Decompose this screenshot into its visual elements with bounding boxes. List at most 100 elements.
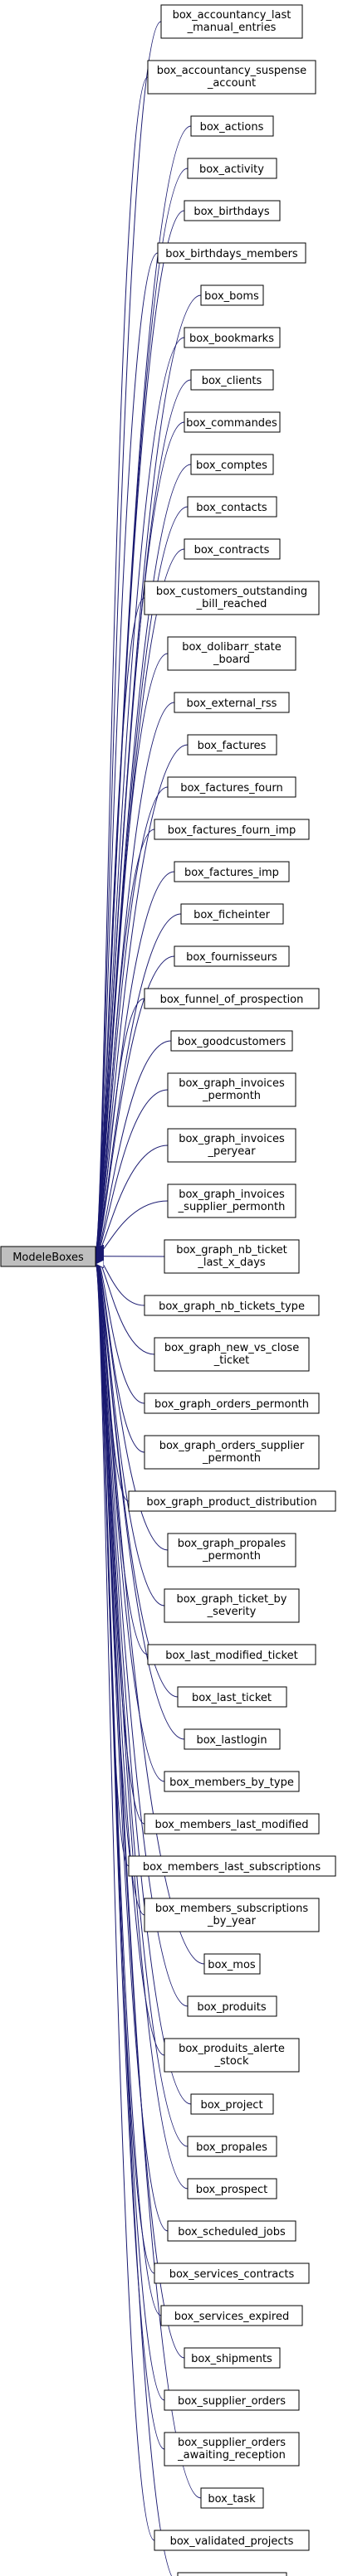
class-box (164, 2038, 300, 2073)
class-node-box-actions[interactable]: box_actions (190, 115, 274, 137)
inheritance-edge (95, 1258, 169, 1551)
class-node-box-produits-alerte-stock[interactable]: box_produits_alerte_stock (164, 2038, 300, 2073)
class-box (144, 1898, 320, 1932)
class-box (190, 2093, 274, 2115)
class-node-box-graph-orders-supplier-permonth[interactable]: box_graph_orders_supplier_permonth (144, 1435, 320, 1470)
class-node-box-services-contracts[interactable]: box_services_contracts (154, 2263, 310, 2284)
class-node-box-produits[interactable]: box_produits (187, 1995, 277, 2017)
class-node-box-graph-nb-tickets-type[interactable]: box_graph_nb_tickets_type (144, 1295, 320, 1316)
class-node-box-last-modified-ticket[interactable]: box_last_modified_ticket (147, 1644, 316, 1665)
class-node-box-ficheinter[interactable]: box_ficheinter (180, 903, 284, 925)
class-node-box-goodcustomers[interactable]: box_goodcustomers (170, 1030, 293, 1052)
class-label: box_graph_ticket_by (176, 1593, 287, 1606)
class-node-box-factures-fourn[interactable]: box_factures_fourn (167, 776, 296, 798)
class-label: box_factures (198, 740, 267, 752)
class-node-box-accountancy-suspense-account[interactable]: box_accountancy_suspense_account (147, 60, 316, 95)
class-node-box-commandes[interactable]: box_commandes (184, 411, 281, 433)
class-node-box-graph-propales-permonth[interactable]: box_graph_propales_permonth (167, 1533, 296, 1567)
class-label: box_project (200, 2099, 262, 2112)
class-label: _permonth (202, 1452, 261, 1465)
class-node-box-supplier-orders-awaiting-reception[interactable]: box_supplier_orders_awaiting_reception (164, 2432, 300, 2467)
class-label: _stock (214, 2055, 249, 2068)
class-label: _permonth (202, 1090, 261, 1102)
class-label: box_mos (208, 1959, 256, 1971)
class-box (187, 2178, 277, 2199)
class-node-box-fournisseurs[interactable]: box_fournisseurs (174, 945, 290, 967)
class-node-box-bookmarks[interactable]: box_bookmarks (184, 327, 281, 348)
class-label: _supplier_permonth (178, 1201, 286, 1213)
class-node-box-members-by-type[interactable]: box_members_by_type (164, 1771, 300, 1792)
class-node-box-members-last-subscriptions[interactable]: box_members_last_subscriptions (128, 1855, 336, 1877)
class-node-box-graph-invoices-peryear[interactable]: box_graph_invoices_peryear (167, 1128, 296, 1163)
class-node-box-graph-product-distribution[interactable]: box_graph_product_distribution (128, 1490, 336, 1512)
class-node-box-dolibarr-state-board[interactable]: box_dolibarr_state_board (167, 636, 296, 671)
class-node-box-activity[interactable]: box_activity (187, 158, 277, 179)
class-label: _manual_entries (187, 22, 277, 34)
class-box (167, 2220, 296, 2242)
class-box (164, 1239, 300, 1274)
class-node-box-graph-ticket-by-severity[interactable]: box_graph_ticket_by_severity (164, 1588, 300, 1623)
class-box (190, 454, 274, 475)
class-node-box-graph-invoices-permonth[interactable]: box_graph_invoices_permonth (167, 1072, 296, 1107)
class-node-box-factures-imp[interactable]: box_factures_imp (174, 861, 290, 882)
class-node-box-factures[interactable]: box_factures (187, 734, 277, 756)
class-label: box_services_contracts (169, 2268, 295, 2281)
class-node-box-lastlogin[interactable]: box_lastlogin (184, 1728, 281, 1750)
class-node-box-comptes[interactable]: box_comptes (190, 454, 274, 475)
inheritance-edge (95, 1145, 169, 1256)
inheritance-edge (95, 1200, 169, 1256)
class-node-box-contracts[interactable]: box_contracts (184, 538, 281, 560)
class-node-box-prospect[interactable]: box_prospect (187, 2178, 277, 2199)
class-box (187, 496, 277, 518)
class-node-box-birthdays[interactable]: box_birthdays (184, 200, 281, 221)
class-box (167, 1533, 296, 1567)
class-node-box-graph-nb-ticket-last-x-days[interactable]: box_graph_nb_ticket_last_x_days (164, 1239, 300, 1274)
class-box (184, 200, 281, 221)
class-box (144, 1813, 320, 1835)
class-node-box-factures-fourn-imp[interactable]: box_factures_fourn_imp (154, 819, 310, 840)
class-box (147, 60, 316, 95)
inheritance-edge (96, 1263, 202, 2499)
class-node-box-last-ticket[interactable]: box_last_ticket (177, 1686, 287, 1708)
class-label: box_comptes (196, 459, 267, 472)
class-node-box-graph-orders-permonth[interactable]: box_graph_orders_permonth (144, 1392, 320, 1414)
class-label: box_factures_imp (184, 867, 279, 879)
class-node-box-external-rss[interactable]: box_external_rss (174, 692, 290, 713)
inheritance-edge (96, 76, 149, 1249)
class-node-box-scheduled-jobs[interactable]: box_scheduled_jobs (167, 2220, 296, 2242)
class-node-box-services-expired[interactable]: box_services_expired (160, 2305, 303, 2326)
class-box (187, 158, 277, 179)
class-node-box-graph-new-vs-close-ticket[interactable]: box_graph_new_vs_close_ticket (154, 1337, 310, 1372)
class-node-box-validated-projects[interactable]: box_validated_projects (154, 2530, 310, 2551)
class-node-box-clients[interactable]: box_clients (190, 369, 274, 391)
root-class-node[interactable]: ModeleBoxes (0, 1246, 96, 1267)
class-node-box-supplier-orders[interactable]: box_supplier_orders (164, 2389, 300, 2411)
class-box (128, 1490, 336, 1512)
class-label: box_boms (204, 290, 259, 303)
class-label: box_produits (197, 2001, 266, 2014)
class-node-box-project[interactable]: box_project (190, 2093, 274, 2115)
class-node-box-task[interactable]: box_task (200, 2487, 264, 2509)
class-node-mymodulewidget1[interactable]: mymodulewidget1 (177, 2572, 287, 2576)
class-label: box_graph_orders_permonth (154, 1398, 309, 1411)
class-node-box-mos[interactable]: box_mos (203, 1953, 261, 1975)
class-box (177, 2572, 287, 2576)
inheritance-edge (95, 998, 145, 1255)
class-node-box-accountancy-last-manual-entries[interactable]: box_accountancy_last_manual_entries (160, 4, 303, 39)
class-node-box-members-subscriptions-by-year[interactable]: box_members_subscriptions_by_year (144, 1898, 320, 1932)
class-node-box-shipments[interactable]: box_shipments (184, 2347, 281, 2369)
class-node-box-members-last-modified[interactable]: box_members_last_modified (144, 1813, 320, 1835)
class-node-box-graph-invoices-supplier-permonth[interactable]: box_graph_invoices_supplier_permonth (167, 1184, 296, 1218)
class-label: box_factures_fourn (180, 782, 282, 795)
class-box (164, 2432, 300, 2467)
class-label: box_goodcustomers (178, 1036, 287, 1048)
class-box (174, 861, 290, 882)
class-node-box-funnel-of-prospection[interactable]: box_funnel_of_prospection (144, 988, 320, 1009)
class-node-box-contacts[interactable]: box_contacts (187, 496, 277, 518)
class-node-box-birthdays-members[interactable]: box_birthdays_members (157, 242, 306, 264)
class-node-box-propales[interactable]: box_propales (187, 2136, 277, 2157)
class-label: box_graph_new_vs_close (164, 1342, 299, 1354)
class-node-box-customers-outstanding-bill-reached[interactable]: box_customers_outstanding_bill_reached (144, 581, 320, 615)
class-box (147, 1644, 316, 1665)
class-node-box-boms[interactable]: box_boms (200, 284, 264, 306)
